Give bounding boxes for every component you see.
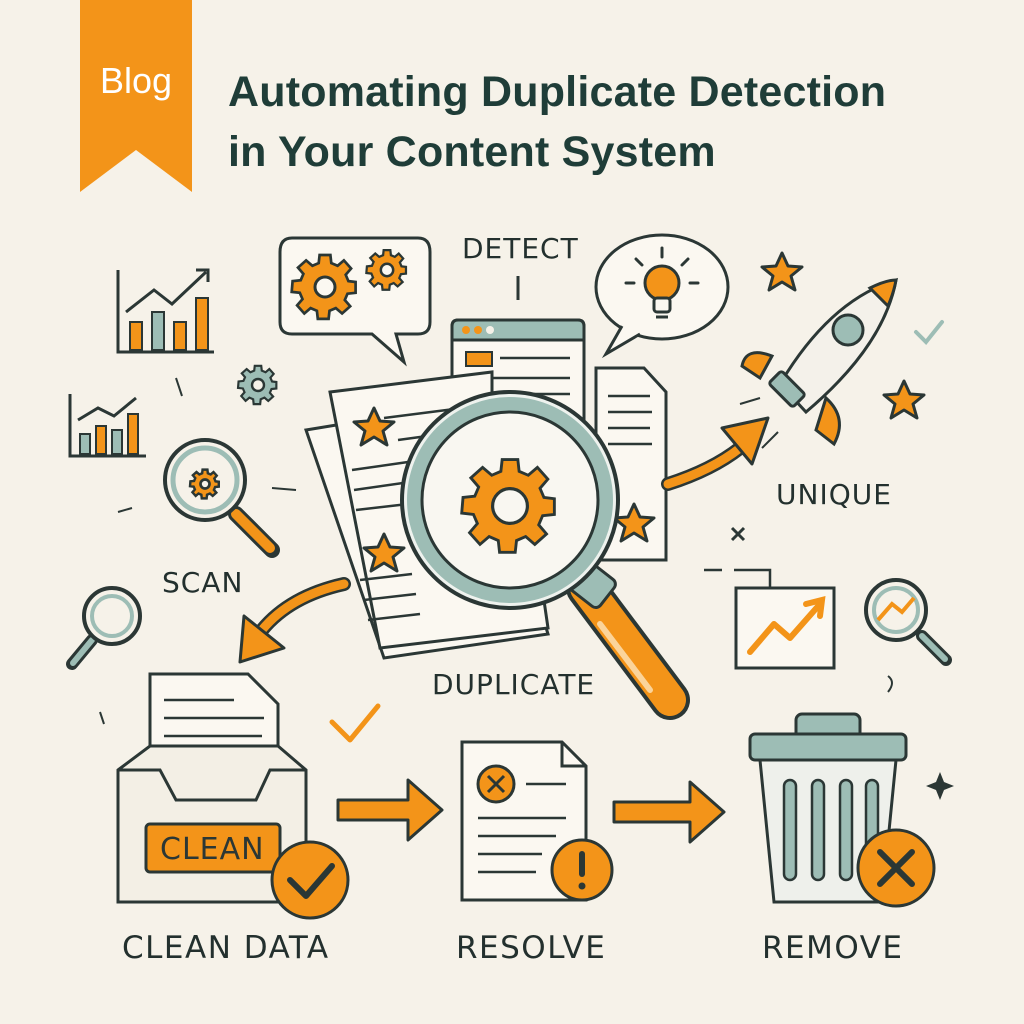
document-icon	[460, 740, 614, 902]
title-line-1: Automating Duplicate Detection	[228, 68, 887, 116]
gears-speech-bubble	[278, 236, 432, 367]
exclamation-icon	[550, 838, 614, 902]
blog-badge-label: Blog	[99, 60, 173, 101]
sketch-mark	[175, 377, 183, 397]
magnifier-icon	[66, 586, 142, 670]
clean-tag-label: CLEAN	[160, 832, 265, 867]
checkmark-icon	[914, 320, 944, 345]
bar-chart-icon	[68, 394, 146, 458]
close-x-icon	[730, 526, 746, 542]
magnifier-icon	[400, 390, 690, 720]
bookmark-ribbon-icon	[80, 0, 192, 192]
gear-icon	[236, 364, 278, 406]
lightbulb-icon	[624, 246, 700, 319]
arrow-right-icon	[336, 778, 444, 842]
label-scan: SCAN	[162, 566, 244, 599]
star-icon	[362, 532, 406, 573]
star-icon	[760, 251, 804, 292]
arrow-right-icon	[661, 416, 770, 491]
label-duplicate: DUPLICATE	[432, 668, 596, 701]
inbox-tray-icon	[116, 672, 350, 920]
star-icon	[612, 502, 656, 543]
checkmark-badge-icon	[270, 840, 350, 920]
label-resolve: RESOLVE	[456, 930, 607, 966]
page-title: Automating Duplicate Detection in Your C…	[228, 62, 1008, 182]
rocket-icon	[740, 277, 898, 447]
bar-chart-icon	[116, 268, 214, 354]
checkmark-icon	[329, 703, 381, 743]
gear-icon	[365, 248, 408, 292]
star-icon	[352, 406, 396, 447]
label-remove: REMOVE	[762, 930, 904, 966]
trend-chart-icon	[734, 586, 836, 670]
magnifier-icon	[163, 438, 280, 558]
star-icon	[882, 379, 926, 420]
sparkle-icon	[926, 772, 954, 800]
title-line-2: in Your Content System	[228, 128, 716, 176]
label-unique: UNIQUE	[776, 478, 892, 511]
gear-icon	[290, 253, 358, 321]
trash-bin-icon	[748, 712, 936, 908]
arrow-left-icon	[238, 577, 351, 664]
lightbulb-speech-bubble	[594, 233, 730, 359]
label-clean-data: CLEAN DATA	[122, 930, 330, 966]
close-x-badge-icon	[856, 828, 936, 908]
close-x-icon	[476, 764, 516, 804]
magnifier-icon	[864, 578, 952, 666]
arrow-right-icon	[612, 780, 726, 844]
label-detect: DETECT	[462, 232, 579, 265]
